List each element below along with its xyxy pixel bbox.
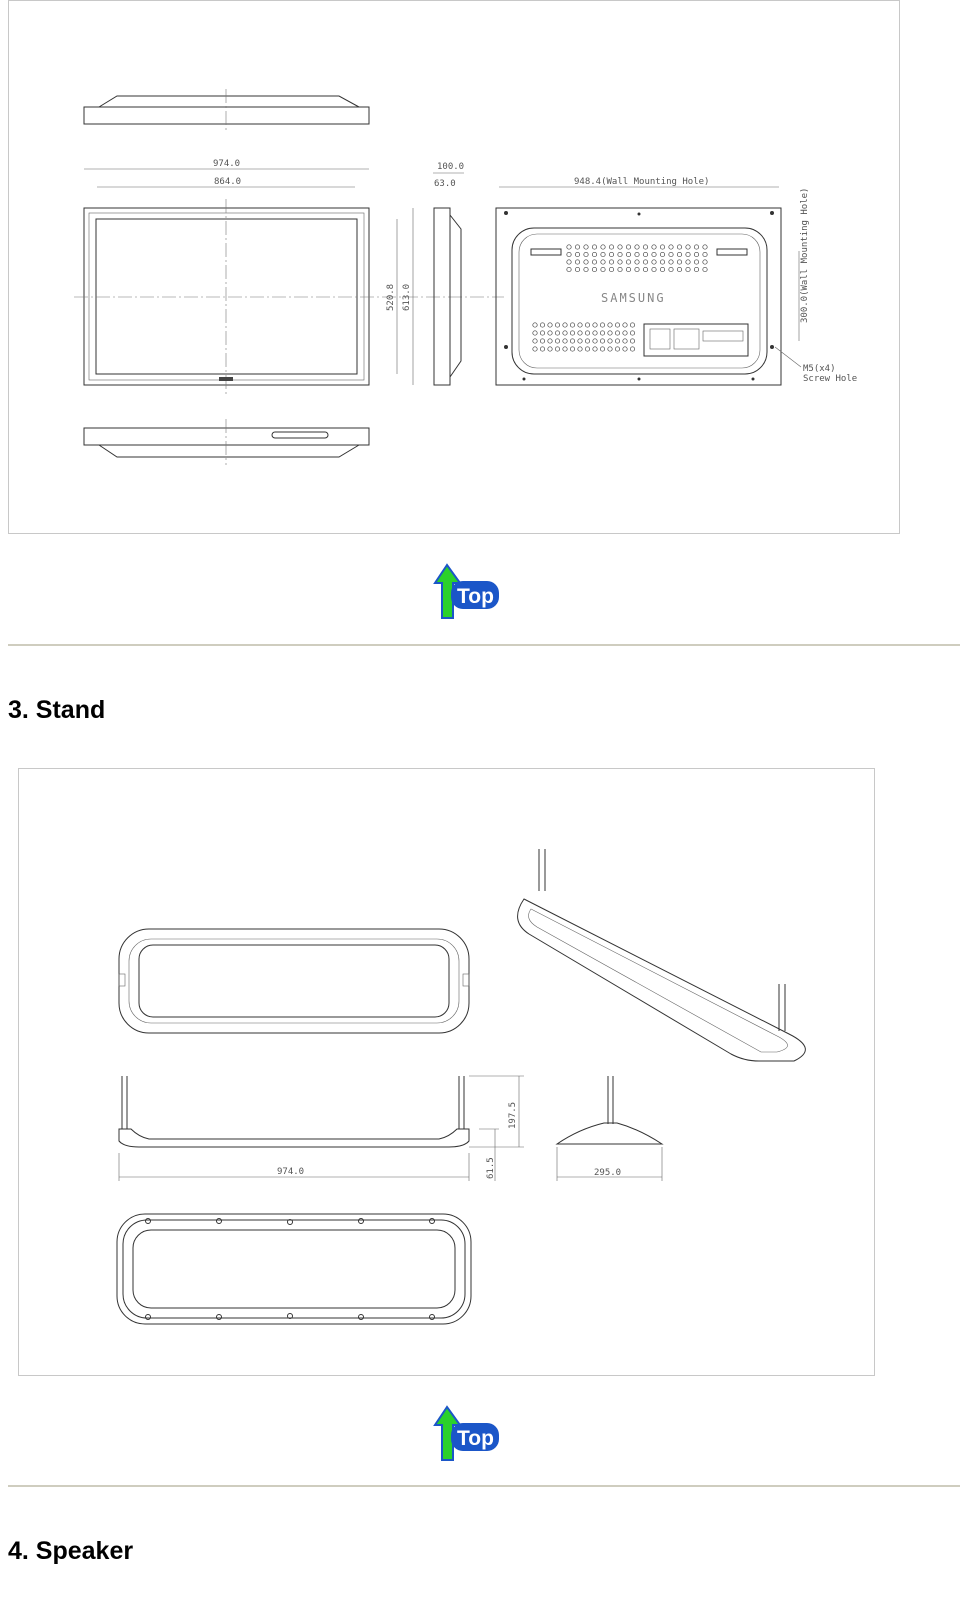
vent-grid-top (566, 244, 708, 273)
stand-dim-height: 197.5 (508, 1102, 518, 1129)
front-view: 974.0 864.0 520.8 613.0 (74, 159, 504, 396)
vent-grid-bottom (532, 322, 636, 352)
stand-section-title: 3. Stand (8, 696, 106, 724)
stand-bottom-view (116, 1213, 472, 1325)
stand-screw-holes (145, 1218, 435, 1320)
rear-view: 948.4(Wall Mounting Hole) SAMSUNG 300.0(… (495, 177, 857, 386)
dim-wall-mount-vertical: 300.0(Wall Mounting Hole) (800, 188, 810, 323)
speaker-section-title: 4. Speaker (8, 1537, 134, 1565)
stand-side-view: 295.0 (555, 1076, 664, 1181)
top-button-label: Top (457, 1427, 494, 1450)
stand-front-view: 974.0 197.5 61.5 (118, 1075, 524, 1181)
stand-dim-width: 974.0 (277, 1167, 304, 1177)
top-button-label: Top (457, 585, 494, 608)
dim-depth-total: 100.0 (437, 162, 464, 172)
monitor-drawing-svg: 974.0 864.0 520.8 613.0 100.0 63.0 948.4… (74, 89, 857, 465)
side-view: 100.0 63.0 (433, 162, 464, 386)
stand-drawing-svg: 974.0 197.5 61.5 295.0 (116, 849, 806, 1325)
stand-dimension-drawing: 974.0 197.5 61.5 295.0 (18, 768, 875, 1376)
stand-perspective-view (517, 849, 806, 1062)
dim-screen-height: 520.8 (386, 284, 396, 311)
dim-wall-mount-horizontal: 948.4(Wall Mounting Hole) (574, 177, 709, 187)
stand-dim-depth: 295.0 (594, 1168, 621, 1178)
top-arrow-icon: Top (433, 563, 499, 619)
section-divider-2 (8, 1485, 960, 1487)
dim-width-outer: 974.0 (213, 159, 240, 169)
screw-label-1: M5(x4) (803, 364, 836, 374)
dim-width-inner: 864.0 (214, 177, 241, 187)
section-divider-1 (8, 644, 960, 646)
dim-total-height: 613.0 (402, 284, 412, 311)
top-arrow-icon: Top (433, 1405, 499, 1461)
dim-depth-body: 63.0 (434, 179, 456, 189)
top-button-2[interactable]: Top (433, 1405, 503, 1465)
stand-top-view (118, 928, 470, 1034)
brand-logo: SAMSUNG (601, 291, 666, 305)
monitor-dimension-drawing: 974.0 864.0 520.8 613.0 100.0 63.0 948.4… (8, 0, 900, 534)
top-view (83, 89, 370, 133)
screw-label-2: Screw Hole (803, 374, 857, 384)
bottom-view (83, 419, 370, 465)
top-button-1[interactable]: Top (433, 563, 503, 623)
stand-dim-base: 61.5 (486, 1157, 496, 1179)
